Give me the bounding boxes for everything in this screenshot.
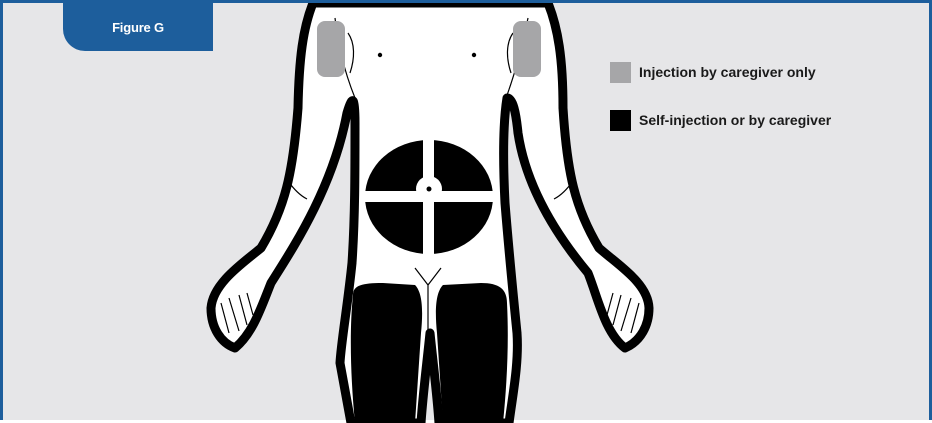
right-nipple — [472, 53, 476, 57]
injection-zone-thigh-right — [436, 283, 508, 423]
legend: Injection by caregiver only Self-injecti… — [610, 61, 831, 157]
legend-item-self-or-caregiver: Self-injection or by caregiver — [610, 109, 831, 131]
injection-zone-upper-arm-left — [317, 21, 345, 77]
legend-item-caregiver-only: Injection by caregiver only — [610, 61, 831, 83]
left-nipple — [378, 53, 382, 57]
legend-swatch-grey — [610, 62, 631, 83]
injection-zone-thigh-left — [351, 283, 422, 423]
figure-label: Figure G — [112, 20, 164, 35]
injection-zone-upper-arm-right — [513, 21, 541, 77]
legend-swatch-black — [610, 110, 631, 131]
legend-label: Self-injection or by caregiver — [639, 112, 831, 128]
legend-label: Injection by caregiver only — [639, 64, 816, 80]
figure-label-tab: Figure G — [63, 3, 213, 51]
navel — [427, 187, 432, 192]
injection-zone-abdomen — [365, 140, 493, 254]
